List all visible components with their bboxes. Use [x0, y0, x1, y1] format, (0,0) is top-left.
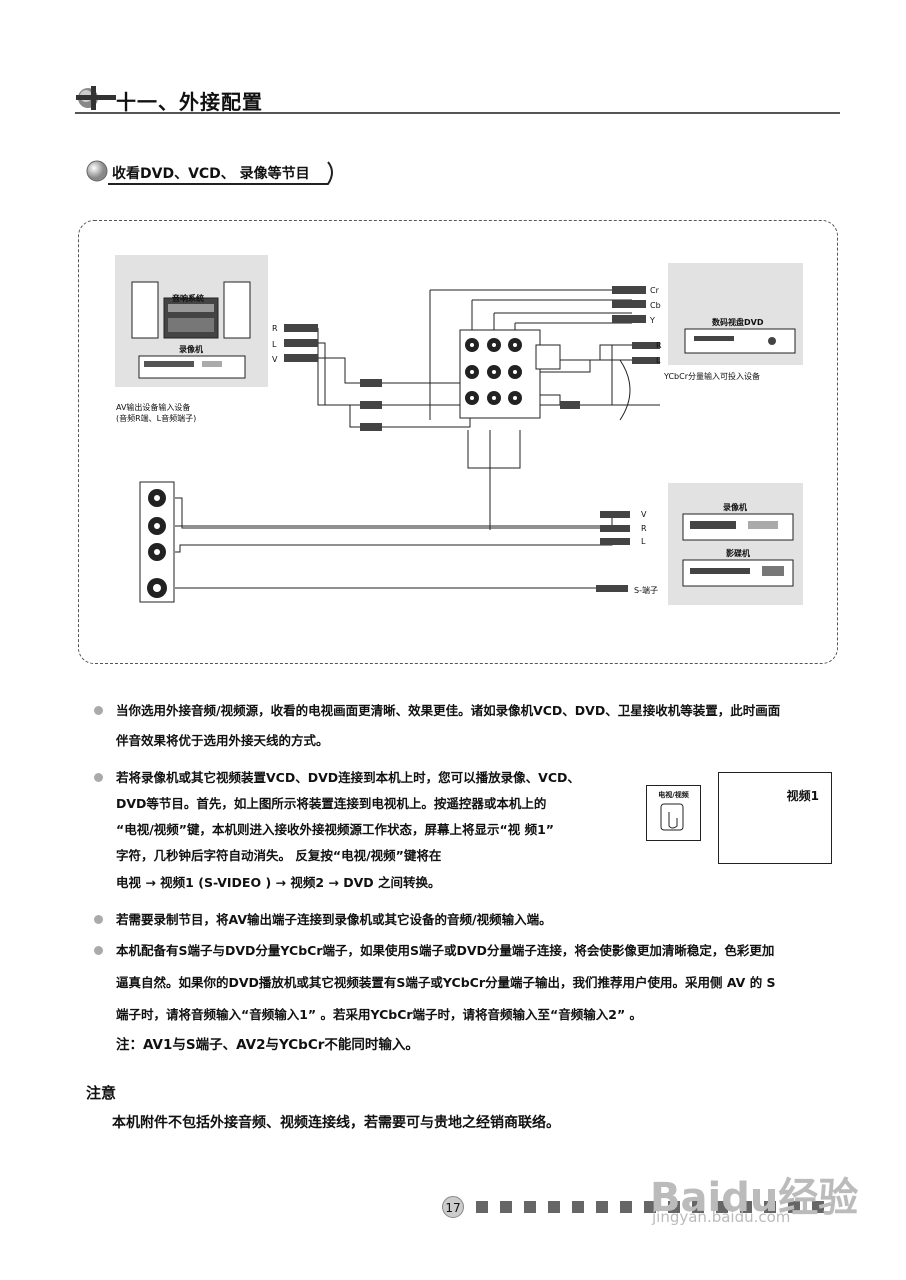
note-heading: 注意 [86, 1084, 117, 1102]
footer-square [812, 1201, 824, 1213]
audio-system-icon [130, 280, 252, 344]
paragraph-2-line-3: “电视/视频”键，本机则进入接收外接视频源工作状态，屏幕上将显示“视 频1” [116, 822, 554, 837]
paragraph-1-line-1: 当你选用外接音频/视频源，收看的电视画面更清晰、效果更佳。诸如录像机VCD、DV… [116, 703, 781, 718]
s-video-label: S-端子 [634, 586, 658, 595]
left-jack-v: V [272, 355, 278, 364]
av-device-caption-1: AV输出设备输入设备 [116, 403, 191, 412]
bullet-4 [94, 946, 103, 955]
footer-square [476, 1201, 488, 1213]
watermark-url: jingyan.baidu.com [652, 1208, 791, 1226]
screen-osd-label: 视频1 [786, 789, 819, 803]
footer-square [668, 1201, 680, 1213]
paragraph-2-line-2: DVD等节目。首先，如上图所示将装置连接到电视机上。按遥控器或本机上的 [116, 796, 547, 811]
note-body: 本机附件不包括外接音频、视频连接线，若需要可与贵地之经销商联络。 [112, 1115, 560, 1131]
jack-cb: Cb [650, 301, 661, 310]
bullet-2 [94, 773, 103, 782]
footer-square [692, 1201, 704, 1213]
vcr-icon-right [682, 513, 794, 545]
section-bracket [100, 158, 340, 192]
bottom-jack-r: R [641, 524, 647, 533]
dvd-jack-r: R [656, 341, 662, 350]
tv-video-key-illustration: 电视/视频 [646, 785, 701, 841]
paragraph-2-line-4: 字符，几秒钟后字符自动消失。 反复按“电视/视频”键将在 [116, 848, 442, 863]
footer-square [548, 1201, 560, 1213]
watermark-logo: Baidu经验 [650, 1175, 859, 1221]
footer-square [596, 1201, 608, 1213]
audio-system-label: 音响系统 [172, 294, 204, 303]
jack-cr: Cr [650, 286, 659, 295]
finger-press-icon [660, 803, 684, 831]
remote-key-label: 电视/视频 [658, 791, 689, 799]
paragraph-4-note: 注：AV1与S端子、AV2与YCbCr不能同时输入。 [116, 1037, 419, 1053]
chapter-title-text: 外接配置 [179, 90, 263, 114]
paragraph-1-line-2: 伴音效果将优于选用外接天线的方式。 [116, 733, 329, 748]
tv-screen-illustration: 视频1 [718, 772, 832, 864]
connection-wiring [130, 280, 690, 614]
paragraph-2-line-1: 若将录像机或其它视频装置VCD、DVD连接到本机上时，您可以播放录像、VCD、 [116, 770, 580, 785]
chapter-title: 十一、外接配置 [116, 86, 263, 115]
chapter-icon [76, 86, 116, 114]
section-title: 收看DVD、VCD、 录像等节目 [112, 166, 310, 182]
footer-square [644, 1201, 656, 1213]
bullet-3 [94, 915, 103, 924]
ycbcr-caption: YCbCr分量输入可投入设备 [664, 372, 760, 381]
paragraph-4-line-1: 本机配备有S端子与DVD分量YCbCr端子，如果使用S端子或DVD分量端子连接，… [116, 943, 775, 958]
footer-square [764, 1201, 776, 1213]
paragraph-2-line-5: 电视 → 视频1 (S-VIDEO ) → 视频2 → DVD 之间转换。 [116, 875, 441, 890]
av-device-caption-2: (音频R端、L音频端子) [116, 414, 197, 423]
footer-square [788, 1201, 800, 1213]
bottom-jack-l: L [641, 537, 646, 546]
page-number: 17 [442, 1196, 464, 1218]
paragraph-4-line-2: 逼真自然。如果你的DVD播放机或其它视频装置有S端子或YCbCr分量端子输出，我… [116, 975, 776, 990]
bullet-1 [94, 706, 103, 715]
dvd-player-icon-2 [682, 559, 794, 591]
jack-y: Y [650, 316, 655, 325]
footer-square [572, 1201, 584, 1213]
left-jack-r: R [272, 324, 278, 333]
paragraph-4-line-3: 端子时，请将音频输入“音频输入1” 。若采用YCbCr端子时，请将音频输入至“音… [116, 1007, 643, 1022]
footer-square [620, 1201, 632, 1213]
vcr-label-top: 录像机 [179, 345, 203, 354]
dvd-player-icon [684, 328, 796, 358]
connection-diagram [78, 220, 838, 664]
paragraph-3: 若需要录制节目，将AV输出端子连接到录像机或其它设备的音频/视频输入端。 [116, 912, 552, 927]
bottom-jack-v: V [641, 510, 647, 519]
footer-square [500, 1201, 512, 1213]
section-bullet-icon [86, 160, 108, 186]
dvd-jack-l: L [656, 356, 661, 365]
chapter-rule [75, 112, 840, 114]
footer-square [716, 1201, 728, 1213]
footer-square [740, 1201, 752, 1213]
left-jack-l: L [272, 340, 277, 349]
dvd-player-label: 影碟机 [726, 549, 750, 558]
chapter-prefix: 十一、 [116, 90, 179, 114]
dvd-label: 数码视盘DVD [712, 318, 764, 327]
vcr-icon-top [138, 355, 246, 383]
footer-square [524, 1201, 536, 1213]
vcr-label-right: 录像机 [723, 503, 747, 512]
